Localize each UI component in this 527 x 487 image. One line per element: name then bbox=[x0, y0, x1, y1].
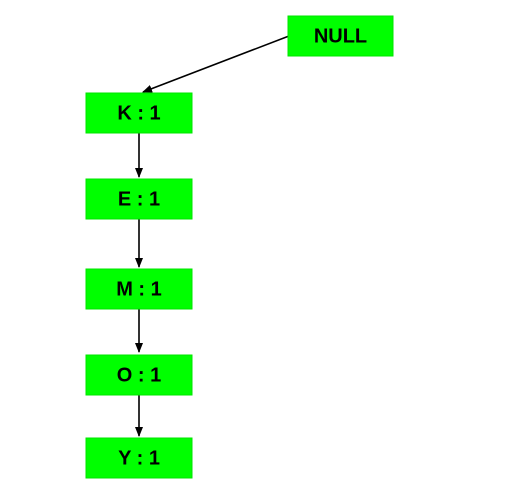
node-y: Y : 1 bbox=[85, 437, 193, 479]
node-null-label: NULL bbox=[314, 25, 367, 47]
edge-null-to-k bbox=[142, 35, 290, 93]
node-k-box bbox=[85, 92, 193, 134]
node-y-label: Y : 1 bbox=[118, 447, 160, 469]
node-o-box bbox=[85, 354, 193, 396]
node-e: E : 1 bbox=[85, 178, 193, 220]
node-e-label: E : 1 bbox=[118, 188, 160, 210]
node-null: NULL bbox=[287, 15, 394, 57]
node-o-label: O : 1 bbox=[117, 364, 161, 386]
node-m-box bbox=[85, 268, 193, 310]
node-k-label: K : 1 bbox=[117, 102, 160, 124]
node-y-box bbox=[85, 437, 193, 479]
node-k: K : 1 bbox=[85, 92, 193, 134]
edges bbox=[135, 35, 290, 437]
node-m-label: M : 1 bbox=[116, 278, 162, 300]
node-e-box bbox=[85, 178, 193, 220]
node-null-box bbox=[287, 15, 394, 57]
node-m: M : 1 bbox=[85, 268, 193, 310]
node-o: O : 1 bbox=[85, 354, 193, 396]
